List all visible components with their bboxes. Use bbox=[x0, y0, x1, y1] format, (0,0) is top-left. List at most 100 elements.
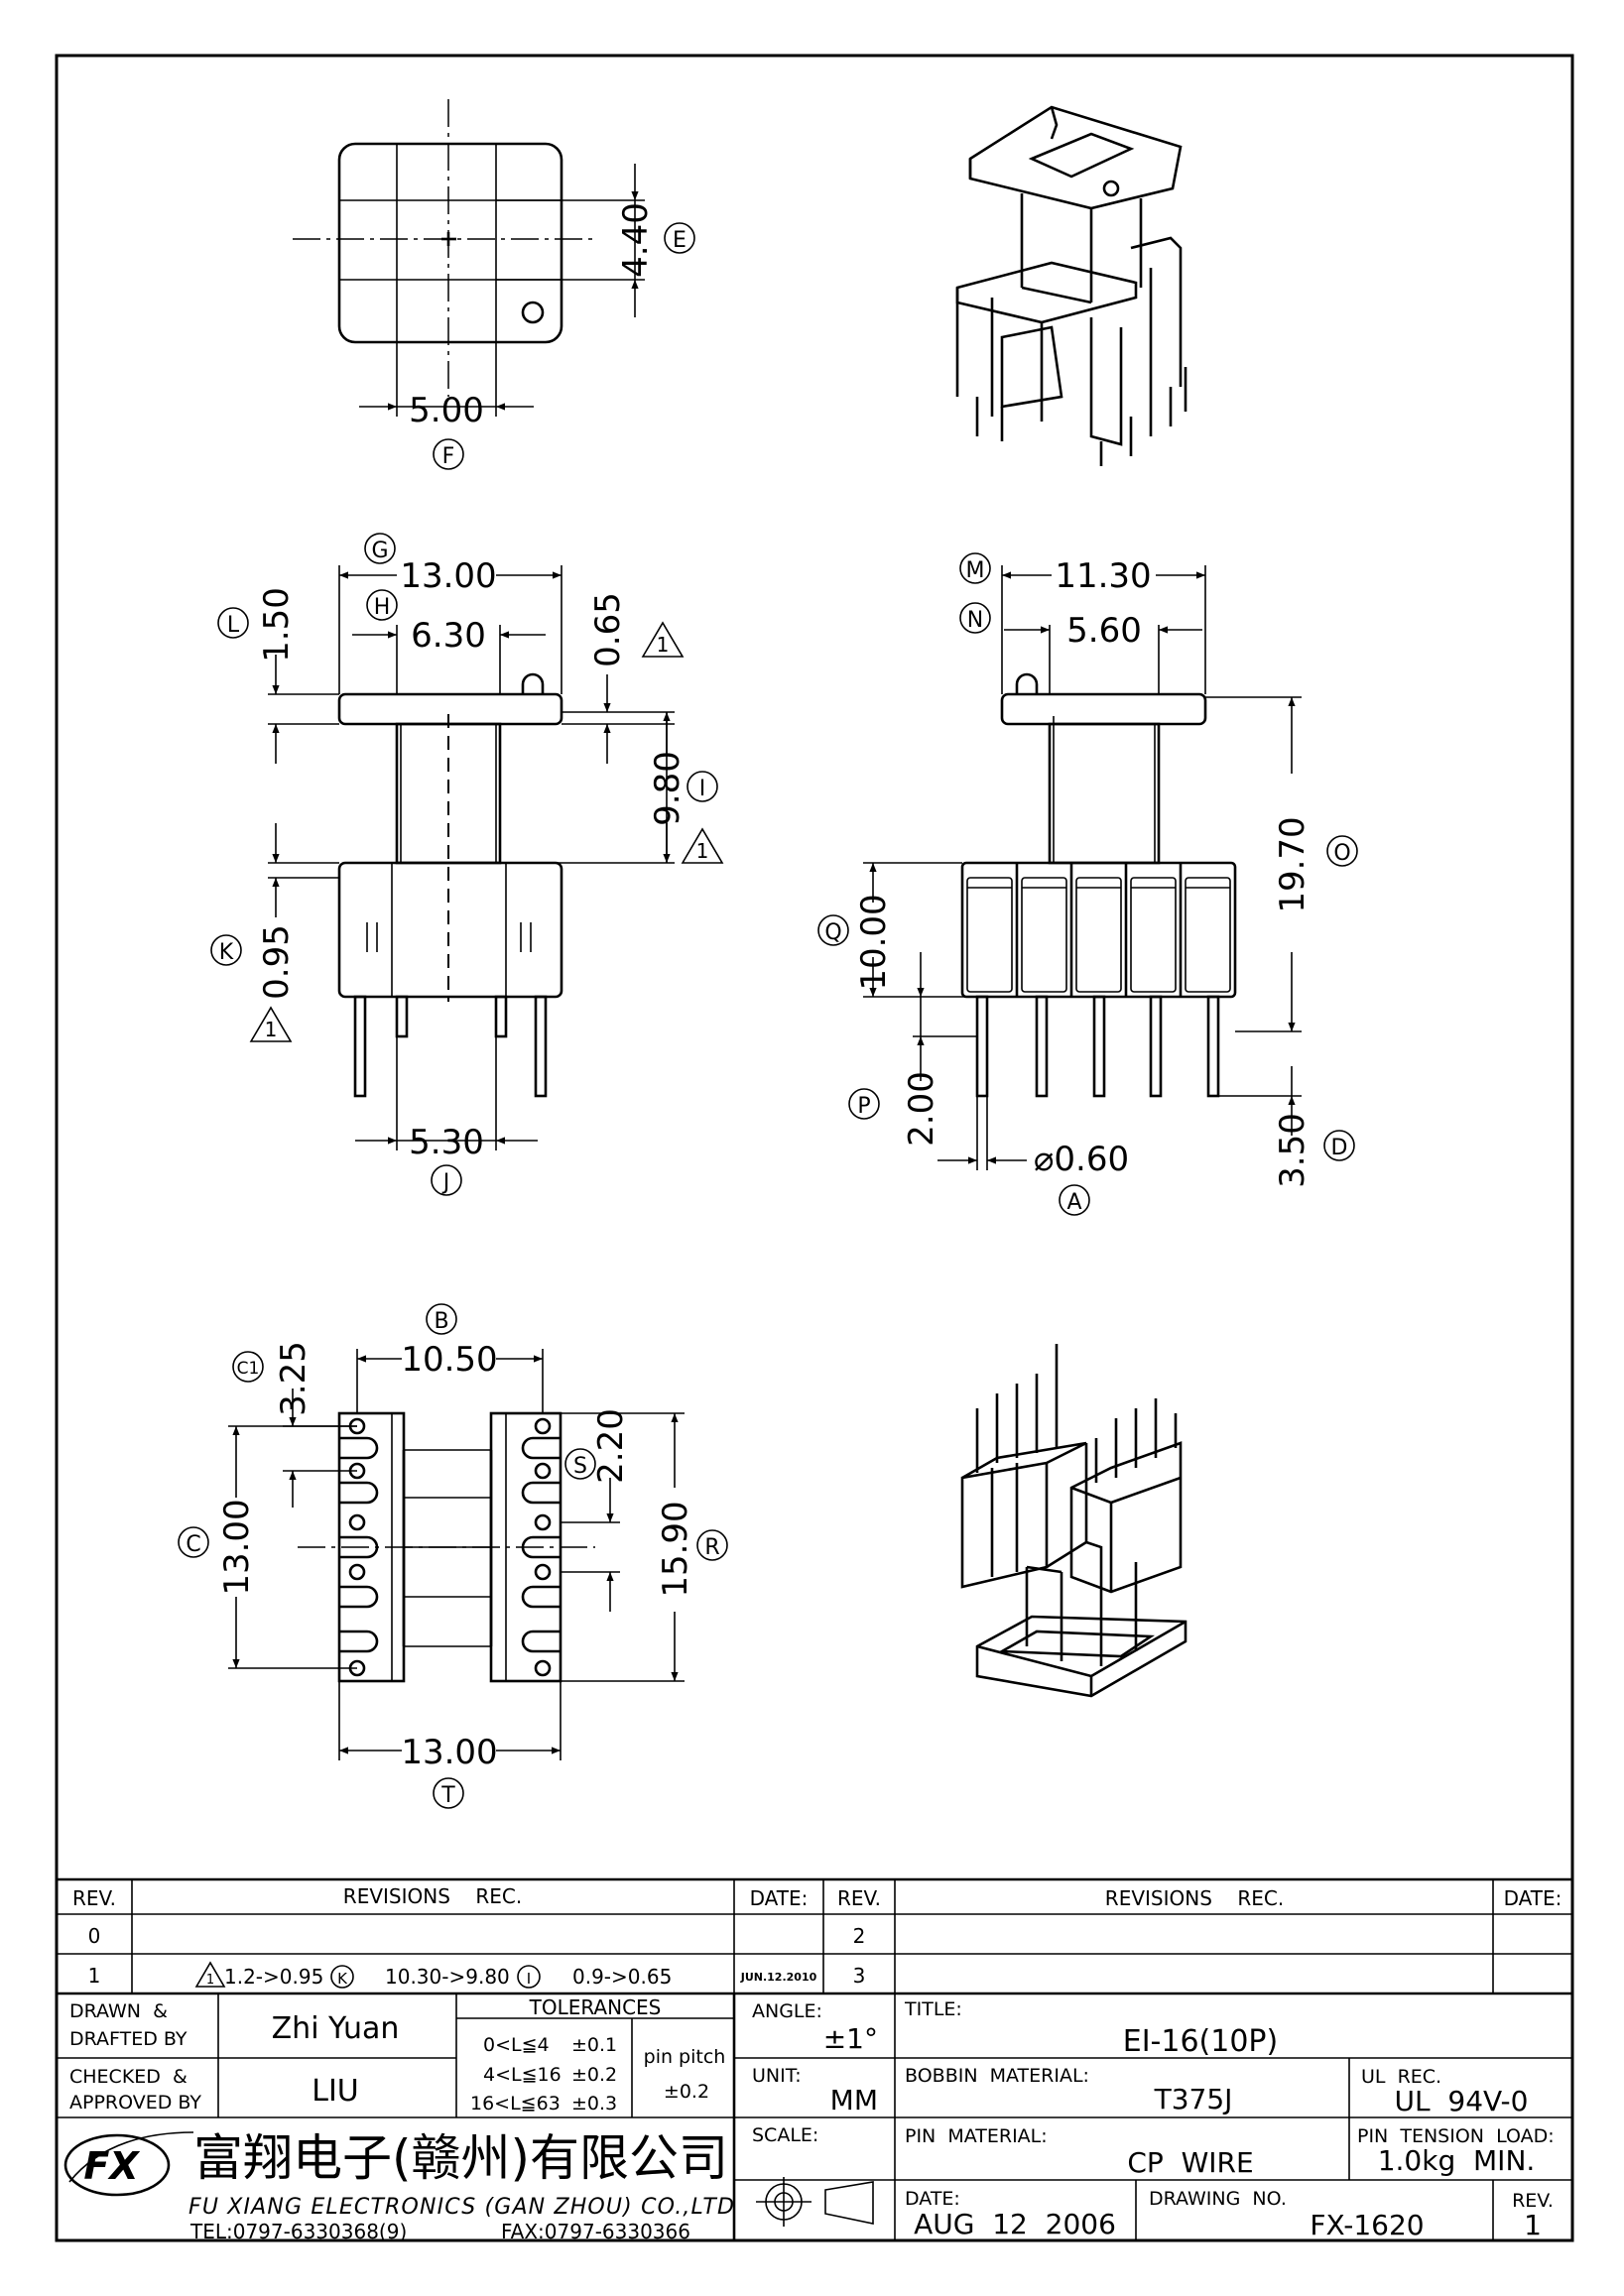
rev1-part3: 0.9->0.65 bbox=[572, 1965, 672, 1989]
label-i: I bbox=[699, 777, 706, 801]
angle-value: ±1° bbox=[823, 2022, 878, 2055]
pin-material-value: CP WIRE bbox=[1127, 2146, 1253, 2179]
dim-g-value: 13.00 bbox=[400, 556, 496, 596]
date-header: DATE: bbox=[750, 1886, 809, 1910]
label-g: G bbox=[371, 539, 388, 563]
tolerances-header: TOLERANCES bbox=[529, 1995, 662, 2019]
rev1-part2: 10.30->9.80 bbox=[385, 1965, 510, 1989]
label-q: Q bbox=[824, 920, 841, 945]
bobbin-material-label: BOBBIN MATERIAL: bbox=[905, 2065, 1089, 2087]
ul-rec-value: UL 94V-0 bbox=[1395, 2085, 1529, 2117]
dim-p-value: 2.00 bbox=[902, 1071, 941, 1147]
delta-1: 1 bbox=[657, 633, 670, 657]
tol-1-value: ±0.1 bbox=[571, 2034, 617, 2056]
tol-1: 0<L≦4 bbox=[483, 2034, 550, 2056]
checked-value: LIU bbox=[312, 2074, 359, 2109]
dim-c-value: 13.00 bbox=[217, 1499, 257, 1595]
rev1-date: JUN.12.2010 bbox=[740, 1971, 817, 1984]
dim-e-value: 4.40 bbox=[616, 202, 656, 278]
bobbin-material-value: T375J bbox=[1154, 2083, 1233, 2115]
sheet-border bbox=[55, 54, 1574, 2242]
ul-rec-label: UL REC. bbox=[1361, 2066, 1441, 2088]
revisions-header-2: REVISIONS REC. bbox=[1105, 1886, 1284, 1910]
label-l: L bbox=[227, 613, 240, 638]
angle-label: ANGLE: bbox=[752, 2000, 822, 2022]
pin-pitch-value: ±0.2 bbox=[664, 2081, 709, 2103]
rev-0: 0 bbox=[88, 1924, 101, 1948]
side-view-dimensions: 11.30 M 5.60 N 19.70 O 10.00 Q 2.00 P bbox=[817, 552, 1358, 1216]
company-name-en: FU XIANG ELECTRONICS (GAN ZHOU) CO.,LTD bbox=[188, 2195, 734, 2220]
label-c1: C1 bbox=[237, 1359, 260, 1379]
bottom-view bbox=[298, 1411, 595, 1683]
tol-3: 16<L≦63 bbox=[470, 2093, 561, 2115]
dim-h-value: 6.30 bbox=[411, 616, 486, 656]
dim-t-value: 13.00 bbox=[401, 1733, 497, 1772]
title-label: TITLE: bbox=[904, 1998, 962, 2020]
label-m: M bbox=[966, 558, 985, 583]
iso-view-bottom bbox=[960, 1344, 1187, 1698]
company-logo: FX bbox=[63, 2131, 194, 2197]
scale-label: SCALE: bbox=[752, 2124, 818, 2146]
pin-material-label: PIN MATERIAL: bbox=[905, 2125, 1048, 2147]
delta-2: 1 bbox=[696, 839, 709, 863]
date-label: DATE: bbox=[905, 2188, 960, 2210]
rev-2: 2 bbox=[853, 1924, 866, 1948]
dim-c1-value: 3.25 bbox=[274, 1341, 313, 1416]
front-view-dimensions: 13.00 G 6.30 H 1.50 L 0.65 1 9.80 I bbox=[210, 533, 724, 1196]
company-tel: TEL:0797-6330368(9) bbox=[189, 2220, 407, 2243]
drawn-label-1: DRAWN & bbox=[69, 2000, 168, 2022]
tol-2: 4<L≦16 bbox=[483, 2064, 562, 2086]
top-view bbox=[293, 99, 595, 397]
tol-2-value: ±0.2 bbox=[571, 2064, 617, 2086]
dim-r-value: 15.90 bbox=[656, 1501, 695, 1597]
label-o: O bbox=[1333, 841, 1350, 866]
title-value: EI-16(10P) bbox=[1123, 2024, 1278, 2059]
unit-value: MM bbox=[830, 2084, 878, 2116]
revisions-header: REVISIONS REC. bbox=[343, 1884, 522, 1908]
iso-view-top bbox=[955, 105, 1187, 466]
bottom-view-dimensions: 10.50 B 3.25 C1 2.20 S 13.00 C 15.90 R bbox=[178, 1303, 728, 1809]
title-block: REV. REVISIONS REC. DATE: REV. REVISIONS… bbox=[57, 1877, 1572, 2243]
label-r: R bbox=[704, 1535, 719, 1560]
dim-n-value: 5.60 bbox=[1066, 611, 1142, 651]
dim-k-value: 0.95 bbox=[257, 924, 297, 1000]
label-n: N bbox=[967, 608, 983, 633]
label-b: B bbox=[434, 1309, 448, 1334]
label-e: E bbox=[673, 228, 687, 253]
label-a: A bbox=[1066, 1190, 1081, 1215]
dim-d-value: 3.50 bbox=[1273, 1113, 1312, 1188]
company-fax: FAX:0797-6330366 bbox=[501, 2220, 690, 2243]
drawn-value: Zhi Yuan bbox=[272, 2011, 400, 2046]
side-view bbox=[960, 672, 1237, 1098]
rev1-part1: 1.2->0.95 bbox=[224, 1965, 323, 1989]
pin-pitch-label: pin pitch bbox=[644, 2046, 726, 2068]
label-c: C bbox=[186, 1532, 200, 1557]
projection-symbol bbox=[756, 2177, 874, 2227]
rev-label: REV. bbox=[1512, 2190, 1554, 2212]
dim-a-value: ⌀0.60 bbox=[1034, 1140, 1129, 1179]
dim-m-value: 11.30 bbox=[1055, 556, 1151, 596]
label-d: D bbox=[1331, 1136, 1348, 1160]
label-s: S bbox=[573, 1454, 587, 1479]
checked-label-1: CHECKED & bbox=[69, 2066, 187, 2088]
dim-q-value: 10.00 bbox=[854, 894, 894, 990]
rev1-i: I bbox=[527, 1970, 531, 1988]
label-j: J bbox=[441, 1170, 450, 1195]
drawing-no-label: DRAWING NO. bbox=[1149, 2188, 1287, 2210]
date-header-2: DATE: bbox=[1504, 1886, 1562, 1910]
checked-label-2: APPROVED BY bbox=[69, 2092, 201, 2114]
label-k: K bbox=[219, 940, 234, 965]
dim-b-value: 10.50 bbox=[401, 1340, 497, 1380]
label-p: P bbox=[857, 1094, 870, 1119]
rev-header: REV. bbox=[72, 1886, 116, 1910]
rev-header-2: REV. bbox=[837, 1886, 881, 1910]
logo-text: FX bbox=[83, 2144, 140, 2188]
drawn-label-2: DRAFTED BY bbox=[69, 2028, 187, 2050]
drawing-no-value: FX-1620 bbox=[1310, 2209, 1424, 2241]
dim-s-value: 2.20 bbox=[591, 1408, 631, 1484]
pin-tension-value: 1.0kg MIN. bbox=[1378, 2144, 1536, 2177]
rev-1: 1 bbox=[88, 1964, 101, 1988]
rev1-triangle: 1 bbox=[206, 1973, 214, 1988]
pin-tension-label: PIN TENSION LOAD: bbox=[1357, 2125, 1555, 2147]
